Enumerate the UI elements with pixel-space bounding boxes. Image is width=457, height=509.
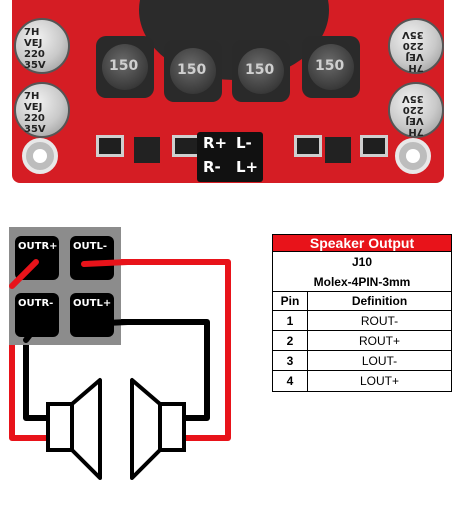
terminal-label: OUTL+ (73, 298, 112, 309)
output-connector (197, 132, 263, 182)
header-pin: Pin (273, 292, 308, 310)
connector-part: Molex-4PIN-3mm (313, 275, 411, 289)
mounting-hole (395, 138, 431, 174)
left-speaker-icon (46, 378, 102, 480)
table-row: 2 ROUT+ (273, 331, 451, 351)
pin-cell: 2 (273, 331, 308, 350)
wire-end-outl-plus (81, 319, 131, 327)
right-speaker-icon (130, 378, 186, 480)
connector-label-l-minus: L- (236, 134, 252, 152)
smd-component (360, 135, 388, 157)
capacitor: 7H VEJ 220 35V (14, 82, 70, 138)
pin-cell: 3 (273, 351, 308, 370)
table-connector-row: J10 Molex-4PIN-3mm (273, 252, 451, 292)
pin-cell: 4 (273, 371, 308, 391)
table-title: Speaker Output (309, 235, 415, 251)
definition-cell: LOUT- (361, 353, 398, 368)
wire-end-outl-minus (81, 259, 131, 267)
terminal-label: OUTR+ (18, 241, 58, 252)
table-row: 4 LOUT+ (273, 371, 451, 391)
definition-cell: ROUT- (360, 313, 399, 328)
wire-end-outr-minus (23, 321, 41, 343)
pin-cell: 1 (273, 311, 308, 330)
transistor (134, 137, 160, 163)
inductor: 150 (302, 36, 360, 98)
wire-end-outr-plus (9, 259, 39, 289)
inductor: 150 (164, 40, 222, 102)
table-row: 1 ROUT- (273, 311, 451, 331)
mounting-hole (22, 138, 58, 174)
capacitor: 7H VEJ 220 35V (388, 18, 444, 74)
terminal-label: OUTR- (18, 298, 54, 309)
connector-label-r-plus: R+ (203, 134, 228, 152)
definition-cell: LOUT+ (359, 374, 399, 388)
wire-outl-plus (84, 319, 210, 421)
definition-cell: ROUT+ (358, 333, 400, 348)
smd-component (96, 135, 124, 157)
connector-label-l-plus: L+ (236, 158, 259, 176)
table-title-row: Speaker Output (273, 235, 451, 252)
table-header-row: Pin Definition (273, 292, 451, 311)
wire-outl-minus (85, 259, 231, 441)
speaker-output-table: Speaker Output J10 Molex-4PIN-3mm Pin De… (272, 234, 452, 392)
inductor: 150 (96, 36, 154, 98)
header-definition: Definition (351, 294, 408, 308)
connector-label-r-minus: R- (203, 158, 221, 176)
transistor (325, 137, 351, 163)
terminal-label: OUTL- (73, 241, 107, 252)
connector-name: J10 (351, 255, 373, 269)
terminal-outl-plus (70, 293, 114, 337)
terminal-outl-minus (70, 236, 114, 280)
table-row: 3 LOUT- (273, 351, 451, 371)
capacitor: 7H VEJ 220 35V (14, 18, 70, 74)
amplifier-board: 7H VEJ 220 35V 7H VEJ 220 35V 7H VEJ 220… (12, 0, 444, 183)
capacitor: 7H VEJ 220 35V (388, 82, 444, 138)
inductor: 150 (232, 40, 290, 102)
smd-component (294, 135, 322, 157)
